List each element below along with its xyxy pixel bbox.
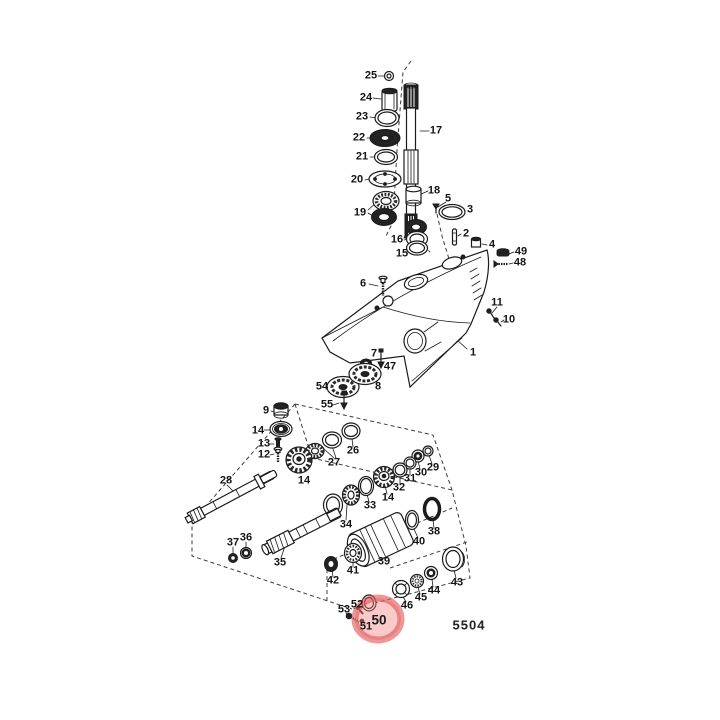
part-1-gearcase-housing — [321, 249, 490, 389]
part-35-propeller-shaft — [261, 507, 342, 556]
part-17-driveshaft — [403, 82, 419, 239]
part-14b-pinion-gear — [285, 446, 313, 474]
part-8-thrust-washer — [348, 362, 382, 386]
part-37-ring — [228, 553, 238, 563]
part-23-oring — [374, 108, 400, 128]
part-33-ring — [357, 475, 375, 497]
part-14c-gear — [372, 465, 396, 489]
part-21-oring — [373, 148, 399, 166]
part-24-sleeve — [381, 87, 398, 112]
part-36-ring — [239, 546, 253, 560]
part-51-pin — [359, 618, 365, 624]
part-49-plug — [496, 248, 510, 257]
part-43-cover-ring — [441, 546, 466, 572]
part-18-sleeve — [405, 185, 422, 207]
part-54-thrust-washer — [326, 375, 360, 399]
part-5-screw — [432, 203, 440, 214]
highlight-circle — [351, 594, 405, 644]
part-28-driveshaft-lower — [184, 469, 278, 525]
part-22-bearing-washer — [369, 129, 401, 147]
part-45-bearing — [409, 573, 425, 589]
part-11-screw — [486, 308, 495, 319]
part-48-screw — [493, 260, 508, 268]
part-32-ring — [392, 462, 408, 478]
part-10-screw — [493, 317, 502, 327]
part-26-oring — [341, 422, 361, 440]
part-19-bearing-set — [371, 190, 400, 226]
part-6-bolt — [378, 275, 388, 296]
part-25-oring — [383, 70, 395, 82]
part-14a-washer — [269, 420, 293, 438]
part-20-washer — [368, 170, 402, 188]
part-3-oring — [438, 203, 466, 221]
part-40-oring — [404, 509, 420, 531]
part-42-seal — [324, 556, 338, 572]
part-29-ring — [422, 445, 434, 457]
part-46-nut — [391, 579, 411, 599]
part-9-cap — [273, 402, 289, 419]
part-12-bolt — [273, 446, 283, 462]
part-27-bearing-set — [305, 431, 343, 460]
figure-code: 5504 — [452, 617, 486, 633]
part-13-pin — [274, 437, 282, 448]
part-55-pin-arrow — [340, 390, 348, 411]
part-44-bearing — [423, 565, 439, 581]
part-15-seal-ring — [405, 240, 429, 256]
part-41-bearing — [343, 542, 363, 564]
part-4-bushing — [470, 236, 482, 248]
part-47-bolt-arrow — [377, 348, 385, 370]
part-38-oring — [422, 496, 442, 522]
part-2-dowel-pin — [451, 228, 458, 246]
part-31-ring — [403, 456, 417, 470]
